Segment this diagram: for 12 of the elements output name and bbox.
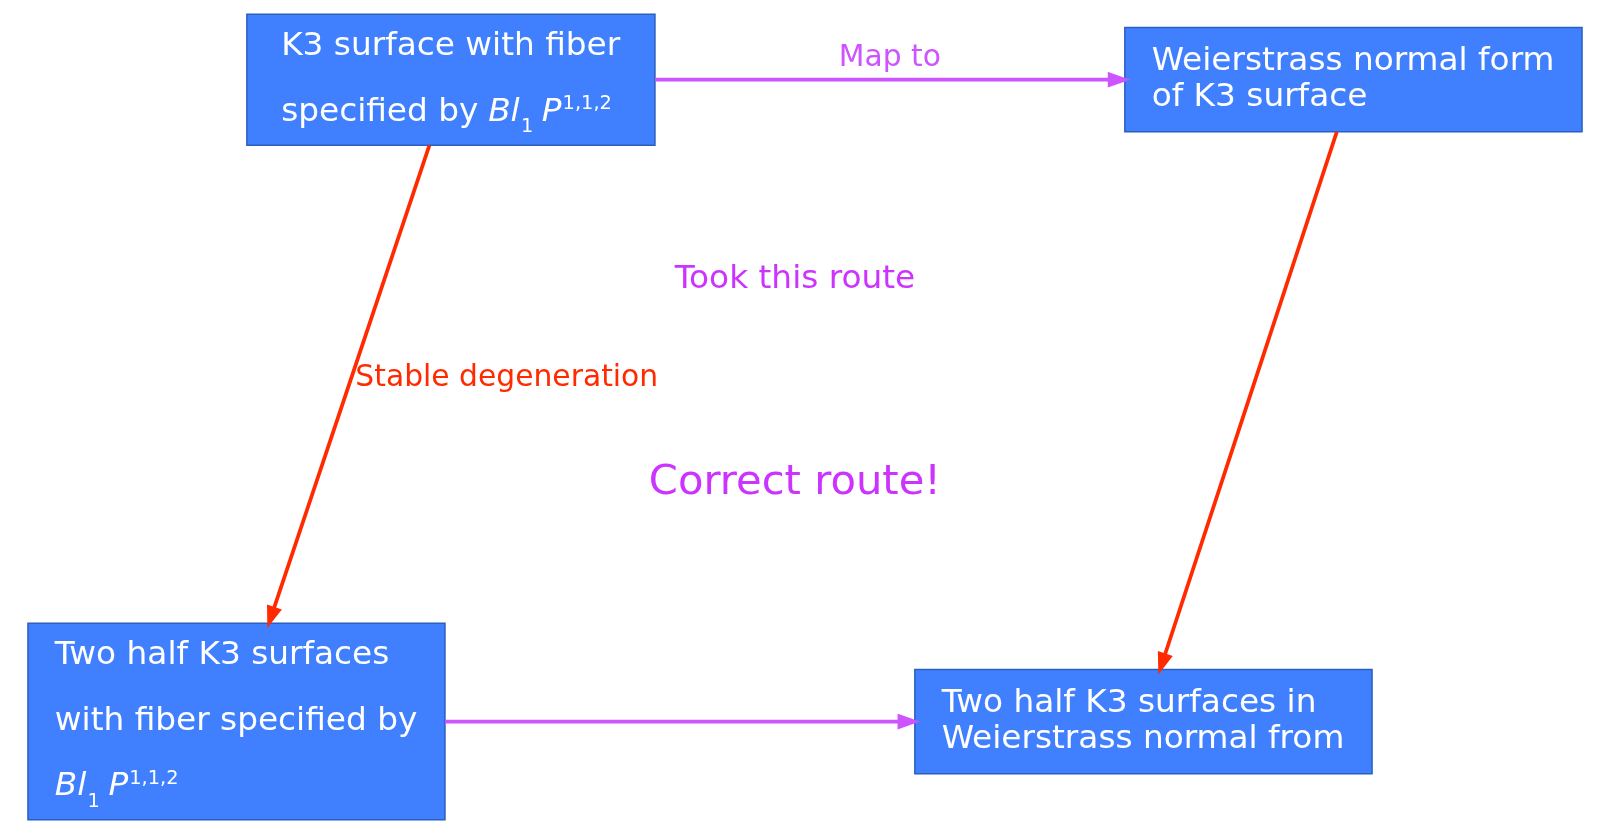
node-box: Weierstrass normal form of K3 surface [1124, 26, 1583, 133]
edge-label: Map to [838, 38, 941, 74]
arrow [445, 713, 920, 730]
node-box: Two half K3 surfaces with fiber specified by Bl$_{1}$ P$^{1,1,2}$ [27, 622, 446, 821]
node-box: Two half K3 surfaces in Weierstrass normal from [914, 668, 1373, 775]
edge-label: Stable degeneration [355, 358, 659, 394]
arrow [267, 144, 432, 629]
arrow [655, 71, 1131, 88]
arrow [1157, 131, 1339, 675]
label: Took this route [674, 257, 916, 296]
node-box: K3 surface with fiber specified by Bl$_{1}$ P$^{1,1,2}$ [246, 13, 656, 146]
label: Correct route! [648, 455, 942, 505]
